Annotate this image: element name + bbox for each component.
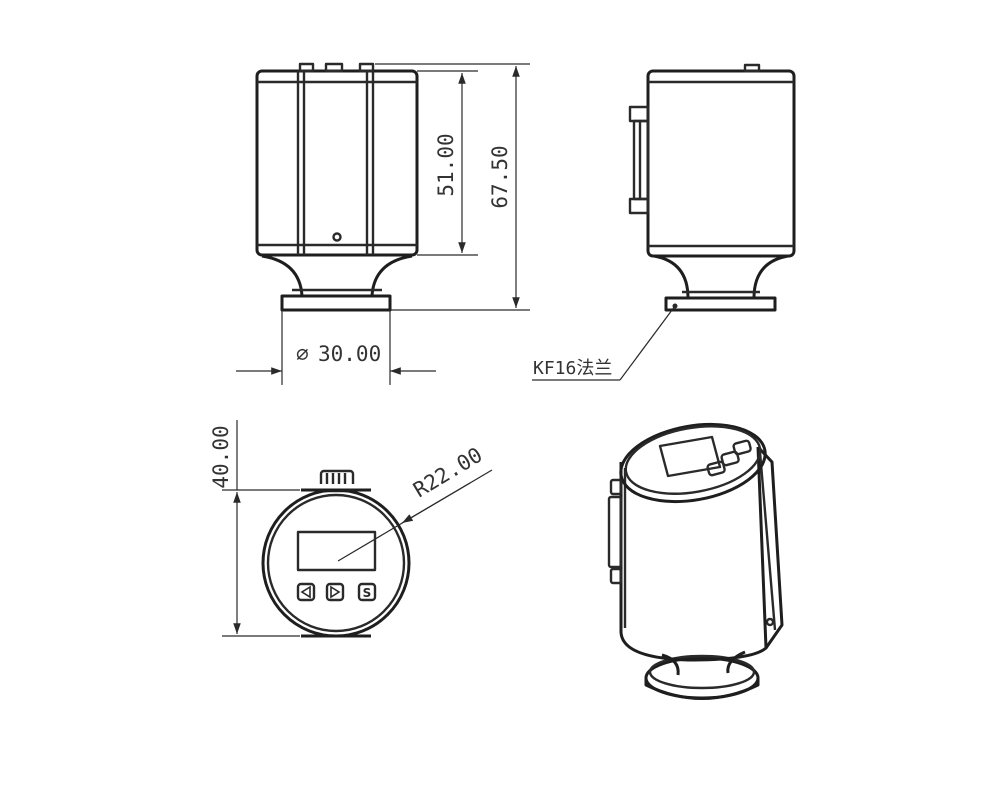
dim-30-label: 30.00 — [318, 342, 381, 366]
left-arrow-icon — [300, 585, 311, 599]
side-view — [628, 63, 796, 312]
isometric-view — [607, 422, 784, 700]
dimension-height-total: 67.50 — [375, 63, 530, 311]
button-set — [357, 582, 377, 602]
dim-51-label: 51.00 — [434, 133, 458, 196]
set-button-label: S — [363, 586, 372, 600]
right-arrow-icon — [330, 585, 341, 599]
dimension-width-front: 40.00 — [209, 420, 300, 637]
button-left — [296, 582, 316, 602]
dimension-radius: R22.00 — [337, 443, 493, 562]
dimension-diameter: ∅ 30.00 — [236, 310, 436, 385]
button-right — [325, 582, 345, 602]
top-view: S — [261, 469, 411, 643]
dim-diameter-symbol: ∅ — [296, 342, 309, 366]
dim-67-label: 67.50 — [488, 145, 512, 208]
flange-label: KF16法兰 — [533, 358, 612, 379]
flange-callout: KF16法兰 — [532, 303, 678, 381]
dim-radius-label: R22.00 — [409, 443, 486, 503]
dimension-height-body: 51.00 — [417, 70, 478, 256]
dim-40-label: 40.00 — [209, 425, 233, 488]
front-view — [255, 62, 419, 312]
